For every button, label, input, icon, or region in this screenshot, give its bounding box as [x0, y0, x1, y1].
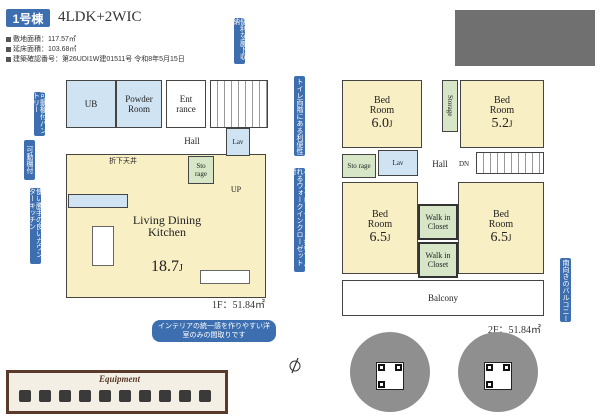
equipment-icon-9	[179, 390, 191, 402]
compass-icon	[288, 356, 302, 374]
floor-area: 延床面積：103.68㎡	[6, 44, 76, 54]
stair-2f	[476, 152, 544, 174]
ceiling-note: 折下天井	[109, 157, 137, 165]
note-balcony: 南向きのバルコニー	[560, 258, 571, 322]
walk-in-closet-2: Walk in Closet	[418, 242, 458, 278]
staircase	[210, 80, 268, 128]
lav-1f: Lav	[226, 128, 250, 156]
permit-number: 建築確認番号：第26UDI1W建01511号 令和8年5月15日	[6, 54, 185, 64]
entrance: Ent rance	[166, 80, 206, 128]
lav-2f: Lav	[378, 150, 418, 176]
ldk-label: Living Dining Kitchen	[132, 213, 202, 239]
note-shelf: 可動棚付	[24, 140, 35, 180]
qr-code-right[interactable]	[484, 362, 512, 390]
equipment-panel: Equipment	[6, 370, 228, 414]
walk-in-closet-1: Walk in Closet	[418, 204, 458, 240]
powder-room: Powder Room	[116, 80, 162, 128]
note-kitchen: 使い勝手の良いカウンターキッチン	[29, 188, 43, 264]
note-pantry: 可動棚付パントリー	[32, 92, 47, 136]
site-area: 敷地面積：117.57㎡	[6, 34, 76, 44]
hall-1f: Hall	[162, 128, 222, 154]
equipment-icon-3	[59, 390, 71, 402]
ldk-size: 18.7J	[151, 258, 183, 275]
storage-vertical: Storage	[442, 80, 458, 132]
equipment-icon-7	[139, 390, 151, 402]
equipment-icon-10	[199, 390, 211, 402]
hall-2f: Hall	[432, 159, 448, 169]
sofa	[200, 270, 250, 284]
stairs-down: DN	[458, 160, 470, 168]
building-tag: 1号棟	[6, 9, 50, 27]
equipment-icon-4	[79, 390, 91, 402]
qr-code-left[interactable]	[376, 362, 404, 390]
floor1-area: 1F：51.84㎡	[212, 300, 266, 311]
balcony: Balcony	[342, 280, 544, 316]
storage-2f: Sto rage	[342, 154, 376, 178]
ub-room: UB	[66, 80, 116, 128]
equipment-icon-6	[119, 390, 131, 402]
floor2-area: 2F：51.84㎡	[488, 325, 542, 336]
floor1-plan: UB Powder Room Ent rance Hall Lav Sto ra…	[62, 74, 272, 311]
storage-1f: Sto rage	[188, 156, 214, 184]
layout-type: 4LDK+2WIC	[58, 9, 142, 25]
kitchen-counter	[68, 194, 128, 208]
equipment-title: Equipment	[99, 374, 141, 384]
equipment-icon-2	[39, 390, 51, 402]
dining-table	[92, 226, 114, 266]
equipment-icon-8	[159, 390, 171, 402]
note-wic: ベースクローゼット＆歩いて入れるウォークインクローゼット付	[289, 168, 310, 272]
equipment-icon-1	[19, 390, 31, 402]
redacted-block	[455, 10, 595, 66]
equipment-icon-5	[99, 390, 111, 402]
note-toilet: トイレ両階にある利便性	[294, 76, 305, 156]
stairs-up: UP	[230, 184, 242, 194]
note-interior: インテリアの統一感を作りやすい洋室のみの間取りです	[152, 320, 276, 342]
note-hall-storage: 便利な廊下収納	[233, 18, 247, 64]
